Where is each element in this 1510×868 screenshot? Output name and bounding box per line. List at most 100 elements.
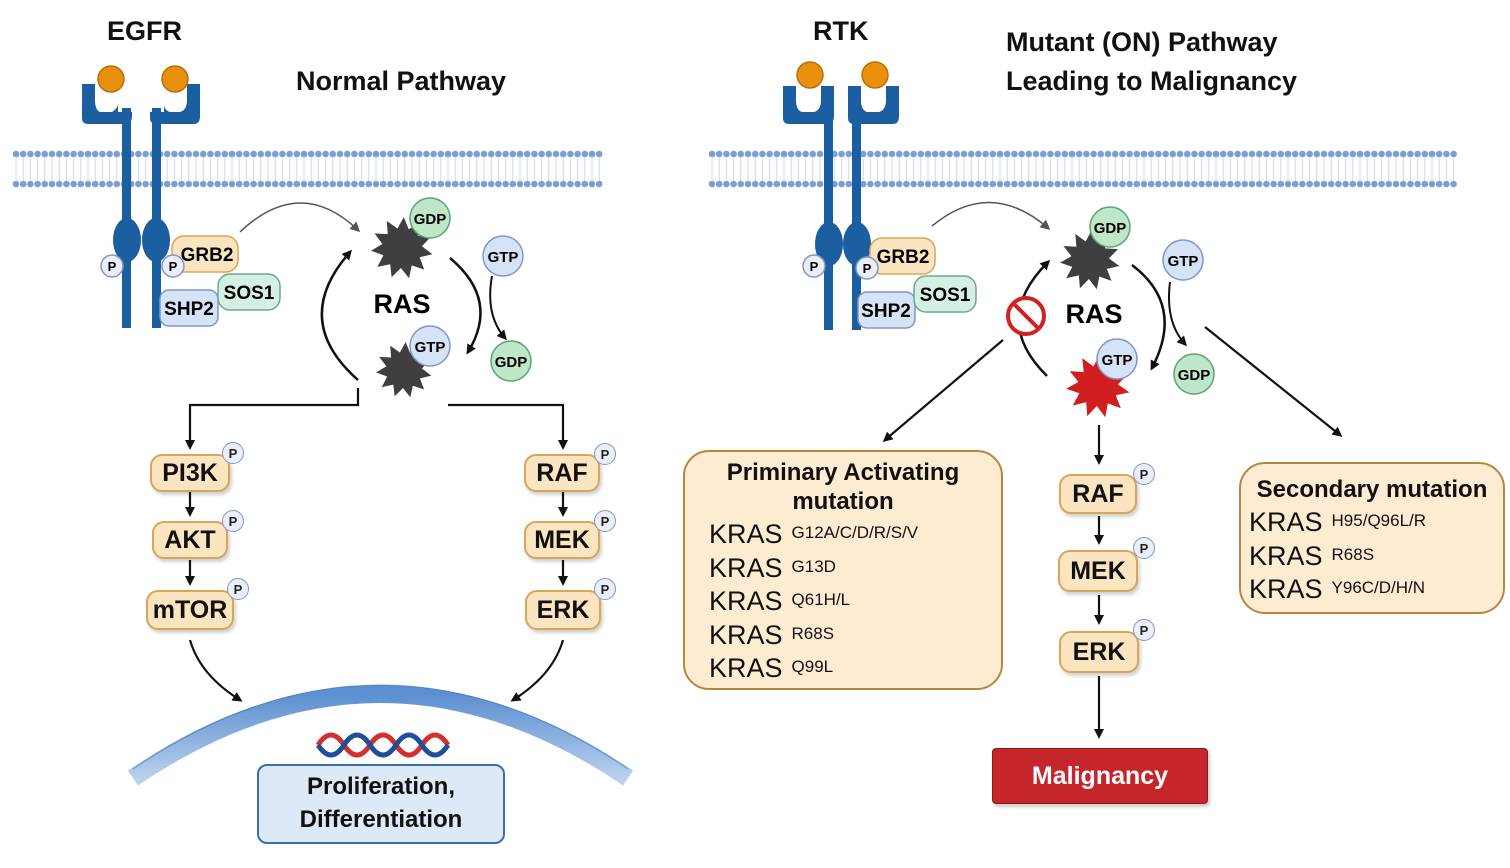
membrane-icon <box>708 150 1457 188</box>
erk-kinase: ERK <box>525 590 601 630</box>
svg-text:SHP2: SHP2 <box>164 299 214 320</box>
grb2-protein: GRB2 <box>869 237 936 275</box>
variant-superscript: G12A/C/D/R/S/V <box>791 523 919 542</box>
arrow-icon <box>882 339 1004 442</box>
arrow-icon <box>510 639 565 702</box>
ligand-icon <box>796 61 824 89</box>
svg-text:GTP: GTP <box>488 249 519 266</box>
cycle-arrow <box>1131 264 1166 371</box>
activation-arrow <box>931 201 1051 230</box>
secondary-mutation-title: Secondary mutation <box>1256 476 1488 503</box>
gene-name: KRAS <box>709 519 783 549</box>
pi3k-kinase: PI3K <box>150 454 230 492</box>
ligand-icon <box>97 65 125 93</box>
sos1-protein: SOS1 <box>217 273 281 311</box>
phospho-tag: P <box>222 510 244 532</box>
mek-kinase: MEK <box>524 521 600 559</box>
sos1-protein: SOS1 <box>913 275 977 313</box>
phospho-tag: P <box>161 254 185 278</box>
variant-superscript: R68S <box>1331 544 1375 564</box>
variant-superscript: Q61H/L <box>791 590 851 609</box>
ras-label: RAS <box>373 289 430 319</box>
raf-kinase: RAF <box>524 454 600 492</box>
gtp-badge: GTP <box>1162 239 1204 281</box>
gdp-badge: GDP <box>409 197 451 239</box>
gene-name: KRAS <box>1249 507 1323 537</box>
receptor-icon <box>82 84 200 328</box>
gene-name: KRAS <box>709 653 783 683</box>
arrow-icon <box>188 639 243 702</box>
activation-arrow <box>239 202 361 233</box>
mtor-kinase: mTOR <box>146 590 234 630</box>
svg-text:P: P <box>108 259 117 274</box>
svg-text:SOS1: SOS1 <box>920 285 971 306</box>
ras-label: RAS <box>1065 299 1122 329</box>
svg-text:GDP: GDP <box>1178 367 1211 384</box>
svg-text:SOS1: SOS1 <box>224 283 275 304</box>
shp2-protein: SHP2 <box>857 291 916 329</box>
receptor-icon <box>783 86 899 330</box>
mutation-entry: KRAS R68S <box>1249 540 1503 574</box>
variant-superscript: Q99L <box>791 657 834 676</box>
phospho-tag: P <box>594 578 616 600</box>
gene-name: KRAS <box>709 586 783 616</box>
inhibition-icon <box>1006 296 1046 336</box>
gtp-gdp-exchange-arrow <box>1168 281 1188 347</box>
svg-text:P: P <box>863 261 872 276</box>
svg-text:GDP: GDP <box>495 354 528 371</box>
gene-name: KRAS <box>709 619 783 650</box>
phospho-tag: P <box>1133 463 1155 485</box>
outcome-line-1: Proliferation, <box>306 773 456 800</box>
secondary-mutation-box: Secondary mutation KRAS H95/Q96L/R KRAS R68… <box>1239 462 1505 614</box>
variant-superscript: H95/Q96L/R <box>1331 511 1427 530</box>
erk-kinase: ERK <box>1059 631 1139 673</box>
svg-text:P: P <box>810 259 819 274</box>
cycle-arrow <box>320 249 359 381</box>
shp2-protein: SHP2 <box>159 289 219 327</box>
akt-kinase: AKT <box>152 521 228 559</box>
svg-text:P: P <box>169 259 178 274</box>
secondary-mutation-list: KRAS H95/Q96L/R KRAS R68S KRAS Y96C/D/H/N <box>1249 506 1503 607</box>
normal-pathway-title: Normal Pathway <box>296 66 507 96</box>
phospho-tag: P <box>100 254 124 278</box>
variant-superscript: G13D <box>791 556 836 576</box>
svg-text:GTP: GTP <box>415 339 446 356</box>
grb2-protein: GRB2 <box>171 235 239 273</box>
gene-name: KRAS <box>1249 574 1323 604</box>
primary-mutation-title: Priminary Activating <box>726 459 960 486</box>
variant-superscript: Y96C/D/H/N <box>1331 578 1426 597</box>
gtp-gdp-exchange-arrow <box>489 275 507 341</box>
svg-text:GDP: GDP <box>414 211 447 228</box>
svg-text:SHP2: SHP2 <box>861 301 911 322</box>
svg-text:GTP: GTP <box>1102 352 1133 369</box>
rtk-label: RTK <box>813 16 869 46</box>
phospho-tag: P <box>1133 537 1155 559</box>
mutant-pathway-subtitle: Leading to Malignancy <box>1006 66 1298 96</box>
phospho-tag: P <box>227 578 249 600</box>
phospho-tag: P <box>594 443 616 465</box>
gene-name: KRAS <box>1249 540 1323 571</box>
nucleus-envelope <box>127 685 634 786</box>
malignancy-box: Malignancy <box>992 748 1208 804</box>
svg-text:GRB2: GRB2 <box>181 245 234 266</box>
membrane-icon <box>12 150 603 188</box>
phospho-tag: P <box>594 510 616 532</box>
branch-arrow <box>185 388 360 450</box>
phospho-tag: P <box>1133 619 1155 641</box>
mutation-entry: KRAS G12A/C/D/R/S/V <box>709 518 1001 552</box>
cycle-arrow <box>449 257 482 355</box>
mutation-entry: KRAS Q99L <box>709 652 1001 686</box>
variant-superscript: R68S <box>791 623 835 643</box>
mutation-entry: KRAS Y96C/D/H/N <box>1249 573 1503 607</box>
proliferation-outcome-box: Proliferation, Differentiation <box>257 764 505 844</box>
gdp-badge: GDP <box>1173 353 1215 395</box>
egfr-label: EGFR <box>107 16 183 46</box>
gdp-badge: GDP <box>1089 206 1131 248</box>
dna-helix-icon <box>315 732 451 758</box>
branch-arrow <box>448 403 568 450</box>
svg-text:GRB2: GRB2 <box>877 247 930 268</box>
phospho-tag: P <box>802 254 826 278</box>
svg-text:GTP: GTP <box>1168 253 1199 270</box>
